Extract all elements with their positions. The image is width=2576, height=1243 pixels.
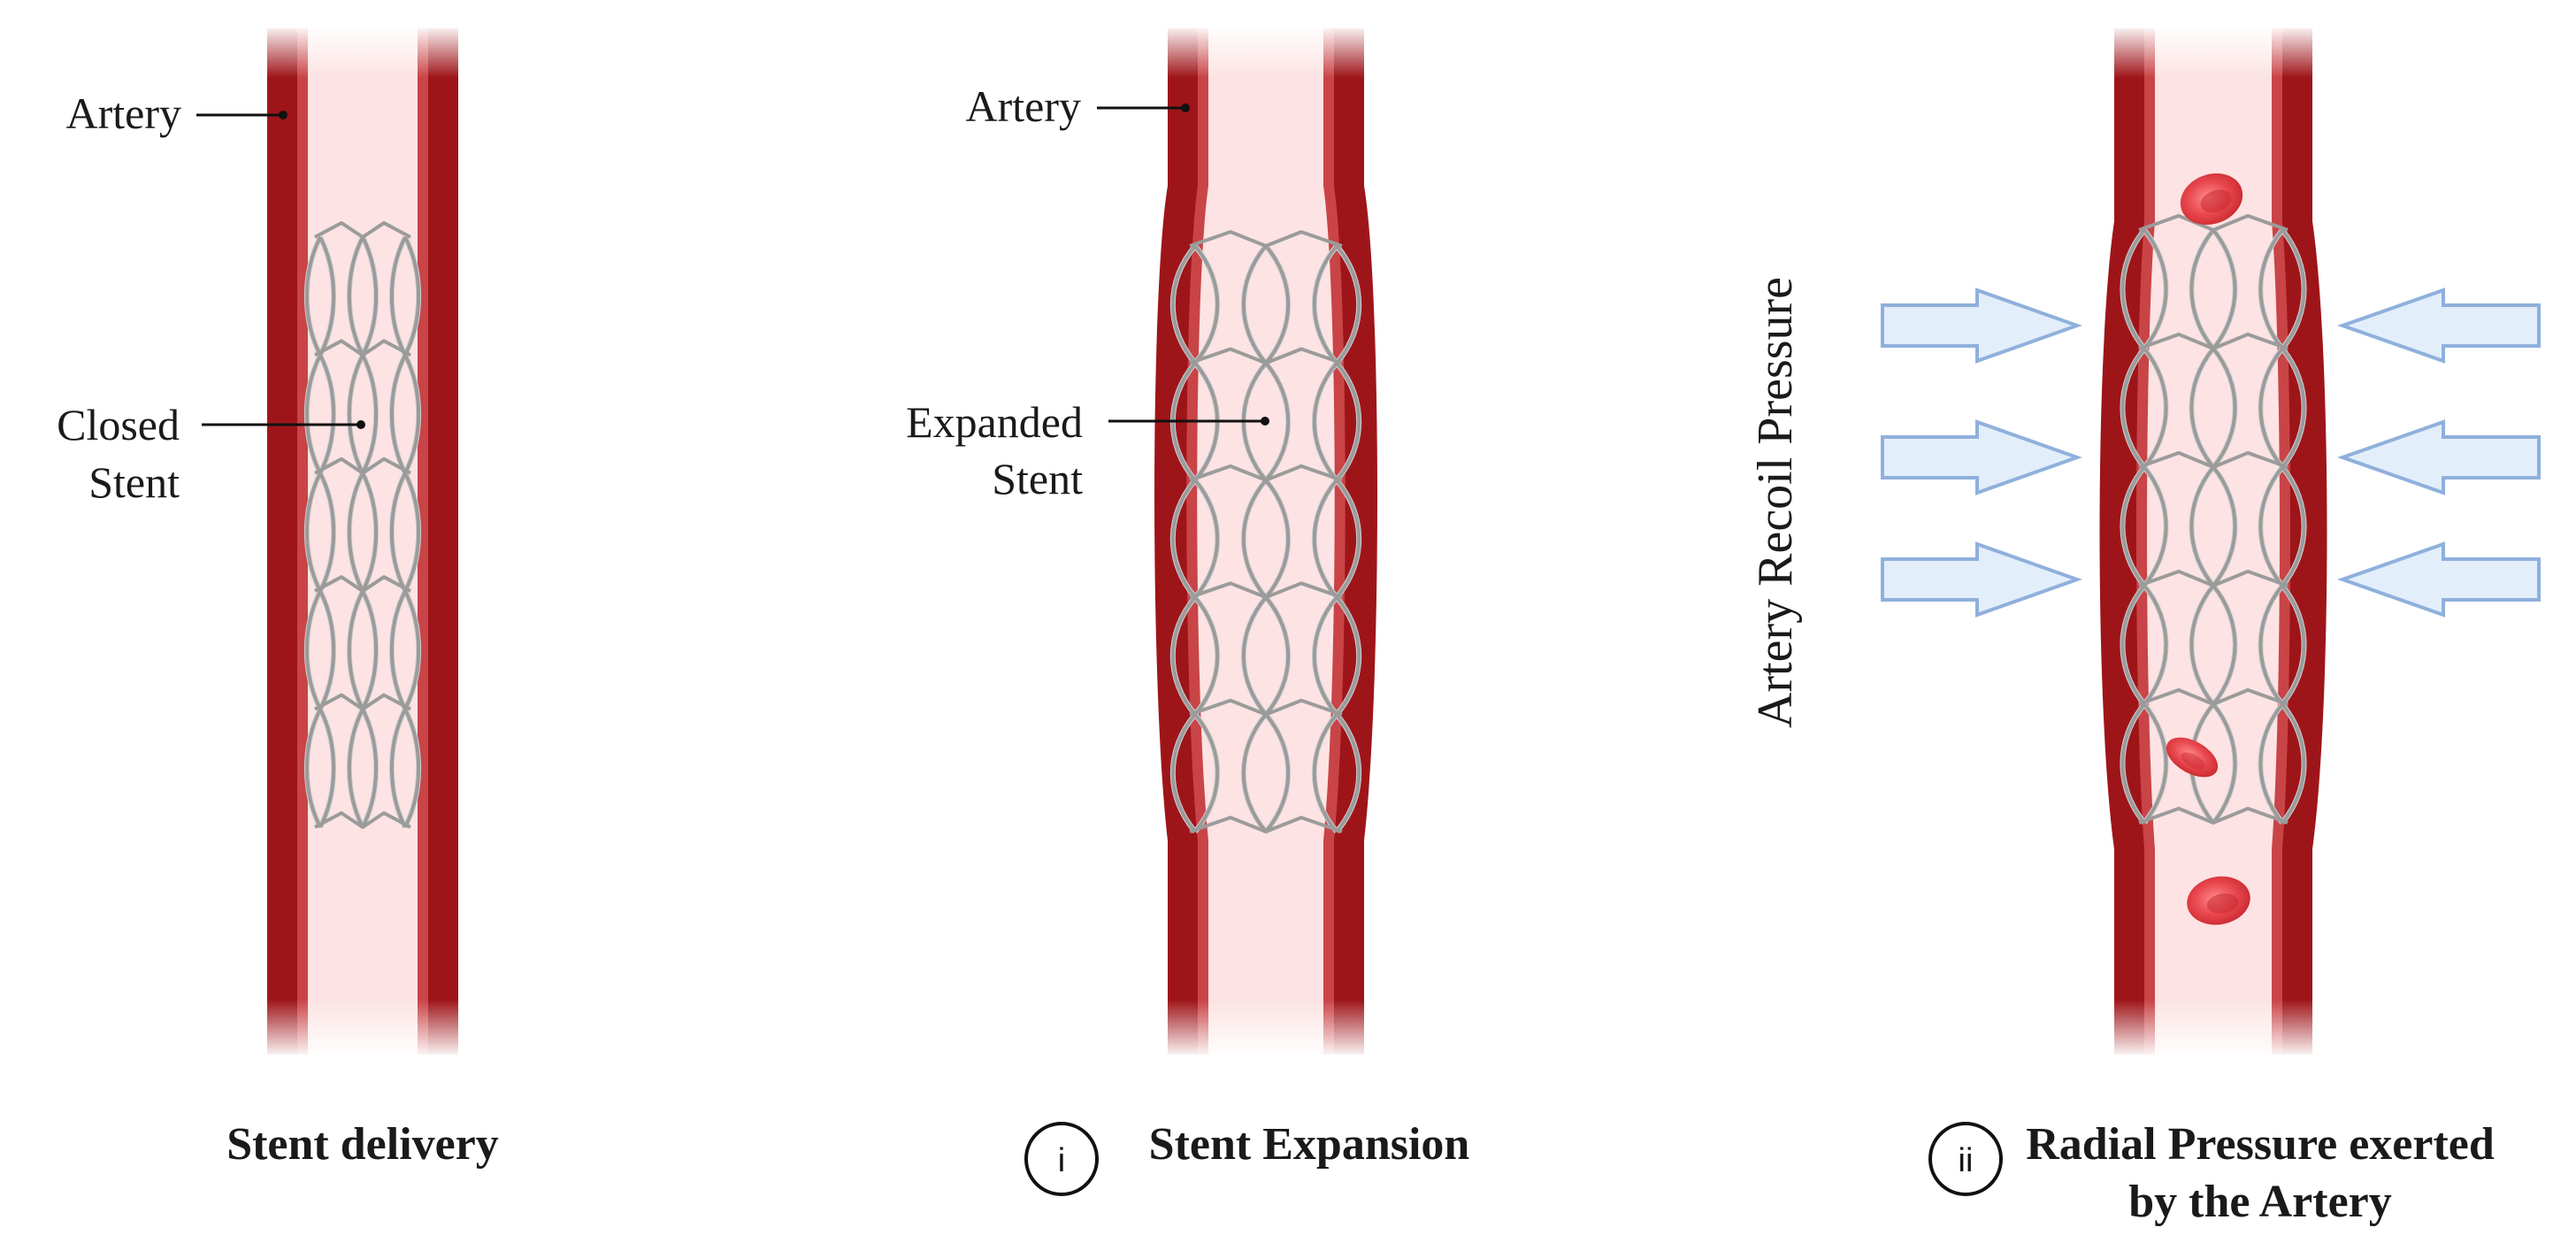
artery-wall-left-inner	[2136, 28, 2155, 1055]
stent-strut	[304, 236, 421, 828]
stent-label-line2: Stent	[88, 457, 180, 507]
fade-top	[1141, 25, 1389, 78]
stent-strut	[1170, 244, 1361, 833]
right-arrow-icon	[1881, 419, 2082, 495]
stent-label-line1: Closed	[57, 400, 180, 449]
artery-lumen	[2143, 28, 2283, 1055]
artery-leader-dot	[279, 111, 288, 119]
step-marker-circle	[1024, 1122, 1099, 1196]
fade-top	[257, 25, 469, 78]
left-arrow-icon	[2336, 288, 2541, 364]
stent-leader-dot	[1261, 417, 1269, 426]
fade-bottom	[2088, 1000, 2344, 1058]
artery-wall-right-inner	[1323, 28, 1346, 1055]
left-arrow-icon	[2336, 419, 2541, 495]
closed-stent-mesh	[303, 220, 422, 829]
stent-strut	[2138, 213, 2288, 825]
right-arrow-icon	[1881, 541, 2082, 618]
panel-stent-delivery: Artery Closed Stent Stent delivery	[57, 25, 499, 1170]
right-arrow-icon	[1881, 288, 2082, 364]
panel-radial-pressure: Artery Recoil Pressure ii Radial Pressur…	[1748, 25, 2541, 1227]
artery-lumen	[1193, 28, 1338, 1055]
compressed-stent-mesh	[2120, 213, 2307, 825]
artery-wall-right-inner	[2272, 28, 2290, 1055]
left-arrow-icon	[2336, 541, 2541, 618]
panel-stent-expansion: Artery Expanded Stent i Stent Expansion	[906, 25, 1470, 1196]
fade-top	[2088, 25, 2344, 78]
artery-lumen	[301, 28, 420, 1055]
stent-strut	[2120, 228, 2306, 825]
pressure-label: Artery Recoil Pressure	[1748, 277, 1803, 728]
artery-label: Artery	[966, 81, 1082, 131]
artery-leader-dot	[1181, 104, 1190, 112]
stent-label-line1: Expanded	[906, 397, 1083, 447]
fade-bottom	[1141, 1000, 1389, 1058]
step-marker-label: ii	[1959, 1142, 1974, 1179]
caption-radial-pressure-line2: by the Artery	[2128, 1177, 2391, 1227]
artery-label: Artery	[66, 88, 182, 138]
expanded-stent-mesh	[1169, 230, 1362, 833]
caption-stent-delivery: Stent delivery	[226, 1119, 499, 1170]
artery-wall-left-inner	[1186, 28, 1208, 1055]
artery-bulged	[1141, 25, 1389, 1058]
step-marker-label: i	[1058, 1142, 1065, 1179]
pressure-arrows-right	[2336, 288, 2541, 618]
caption-radial-pressure-line1: Radial Pressure exerted	[2026, 1119, 2495, 1170]
artery-straight	[257, 25, 469, 1058]
red-blood-cell	[2180, 173, 2243, 226]
step-marker-circle	[1928, 1122, 2003, 1196]
pressure-arrows-left	[1881, 288, 2082, 618]
stent-leader-dot	[356, 420, 365, 429]
stent-strut	[1189, 230, 1343, 833]
stent-label-line2: Stent	[992, 454, 1083, 503]
red-blood-cell	[2166, 737, 2219, 778]
stent-strut	[314, 220, 411, 829]
fade-bottom	[257, 1000, 469, 1058]
caption-stent-expansion: Stent Expansion	[1149, 1119, 1470, 1170]
red-blood-cell	[2187, 876, 2250, 925]
